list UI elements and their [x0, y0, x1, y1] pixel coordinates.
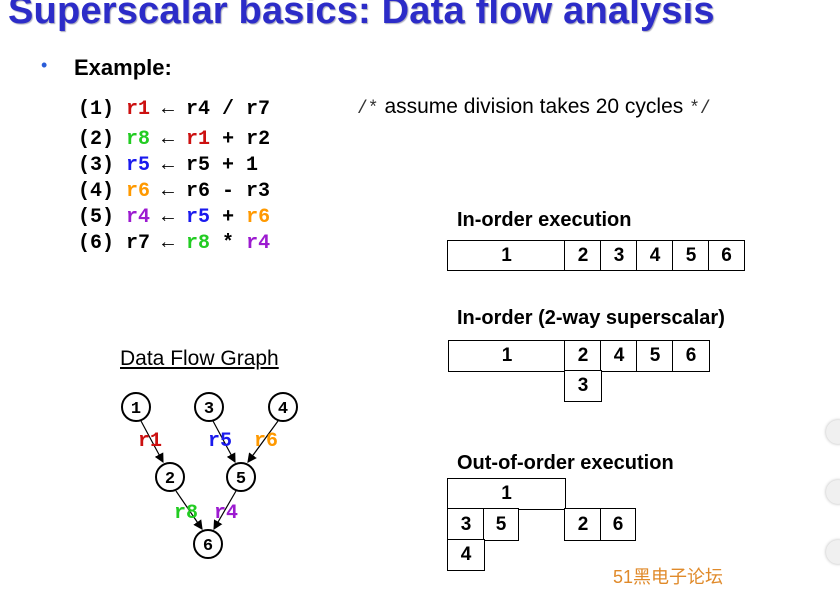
dfg-node-3: 3 — [194, 392, 224, 422]
superscalar-cell: 5 — [636, 340, 674, 372]
edge-3-5 — [212, 420, 236, 464]
side-nav-dot[interactable] — [826, 420, 840, 444]
svg-text:1: 1 — [131, 400, 141, 419]
code-text: + — [210, 206, 247, 229]
dfg-node-6: 6 — [193, 529, 223, 559]
ooo-cell: 3 — [447, 508, 485, 541]
superscalar-cell: 4 — [600, 340, 638, 372]
register-token: r1 — [126, 98, 151, 121]
ooo-cell: 5 — [483, 508, 519, 541]
dfg-node-5: 5 — [226, 462, 256, 492]
register-token: r8 — [186, 232, 211, 255]
edge-label-r4: r4 — [214, 502, 238, 525]
register-token: r1 — [186, 128, 211, 151]
slide-title: Superscalar basics: Data flow analysis — [8, 0, 715, 32]
inorder-cell: 3 — [600, 240, 638, 271]
edge-label-r1: r1 — [138, 430, 162, 453]
code-text: + r2 — [210, 128, 271, 151]
svg-text:6: 6 — [203, 537, 213, 556]
superscalar-cell: 3 — [564, 370, 602, 402]
code-text: (6) r7 ← — [78, 232, 187, 255]
register-token: r5 — [186, 206, 211, 229]
superscalar-cell: 1 — [448, 340, 566, 372]
code-line-4: (4) r6 ← r6 - r3 — [78, 179, 270, 205]
ooo-cell: 2 — [564, 508, 602, 541]
dfg-node-4: 4 — [268, 392, 298, 422]
code-text: ← r4 / r7 — [150, 98, 271, 121]
code-comment: /* assume division takes 20 cycles */ — [357, 95, 711, 119]
superscalar-cell: 2 — [564, 340, 602, 372]
register-token: r6 — [126, 180, 151, 203]
comment-close: */ — [689, 99, 711, 119]
svg-text:3: 3 — [204, 400, 214, 419]
inorder-cell: 6 — [708, 240, 745, 271]
ooo-label: Out-of-order execution — [457, 452, 674, 474]
superscalar-cell: 6 — [672, 340, 710, 372]
inorder-cell: 1 — [447, 240, 566, 271]
code-text: (2) — [78, 128, 127, 151]
code-text: ← — [150, 128, 187, 151]
register-token: r4 — [126, 206, 151, 229]
dfg-node-2: 2 — [155, 462, 185, 492]
code-line-2: (2) r8 ← r1 + r2 — [78, 127, 270, 153]
bullet-label: Example: — [74, 55, 172, 80]
edge-4-5 — [247, 420, 279, 463]
dfg-node-1: 1 — [121, 392, 151, 422]
register-token: r4 — [246, 232, 271, 255]
edge-5-6 — [213, 490, 237, 531]
code-text: (5) — [78, 206, 127, 229]
code-line-1: (1) r1 ← r4 / r7 — [78, 97, 270, 123]
side-nav-dot[interactable] — [826, 540, 840, 564]
code-text: ← r5 + 1 — [150, 154, 259, 177]
side-nav-dot[interactable] — [826, 480, 840, 504]
register-token: r6 — [246, 206, 271, 229]
inorder-cell: 4 — [636, 240, 674, 271]
comment-text: assume division takes 20 cycles — [378, 95, 690, 118]
code-text: (1) — [78, 98, 127, 121]
code-line-6: (6) r7 ← r8 * r4 — [78, 231, 270, 257]
ooo-cell: 6 — [600, 508, 636, 541]
code-text: ← r6 - r3 — [150, 180, 271, 203]
register-token: r8 — [126, 128, 151, 151]
code-text: (3) — [78, 154, 127, 177]
inorder-label: In-order execution — [457, 209, 632, 231]
edge-label-r6: r6 — [254, 430, 278, 453]
register-token: r5 — [126, 154, 151, 177]
code-line-3: (3) r5 ← r5 + 1 — [78, 153, 258, 179]
watermark: 51黑电子论坛 — [613, 567, 724, 587]
edge-1-2 — [140, 420, 164, 464]
comment-open: /* — [357, 99, 379, 119]
code-text: (4) — [78, 180, 127, 203]
inorder-cell: 2 — [564, 240, 602, 271]
bullet-icon: • — [41, 55, 48, 75]
inorder-cell: 5 — [672, 240, 710, 271]
superscalar-label: In-order (2-way superscalar) — [457, 307, 725, 329]
ooo-cell: 4 — [447, 539, 485, 571]
edge-label-r8: r8 — [174, 502, 198, 525]
svg-text:2: 2 — [165, 470, 175, 489]
svg-text:5: 5 — [236, 470, 246, 489]
edge-2-6 — [175, 490, 203, 530]
svg-text:4: 4 — [278, 400, 288, 419]
dfg-title: Data Flow Graph — [120, 347, 279, 370]
ooo-cell: 1 — [447, 478, 566, 510]
code-text: ← — [150, 206, 187, 229]
edge-label-r5: r5 — [208, 430, 232, 453]
code-text: * — [210, 232, 247, 255]
code-line-5: (5) r4 ← r5 + r6 — [78, 205, 270, 231]
